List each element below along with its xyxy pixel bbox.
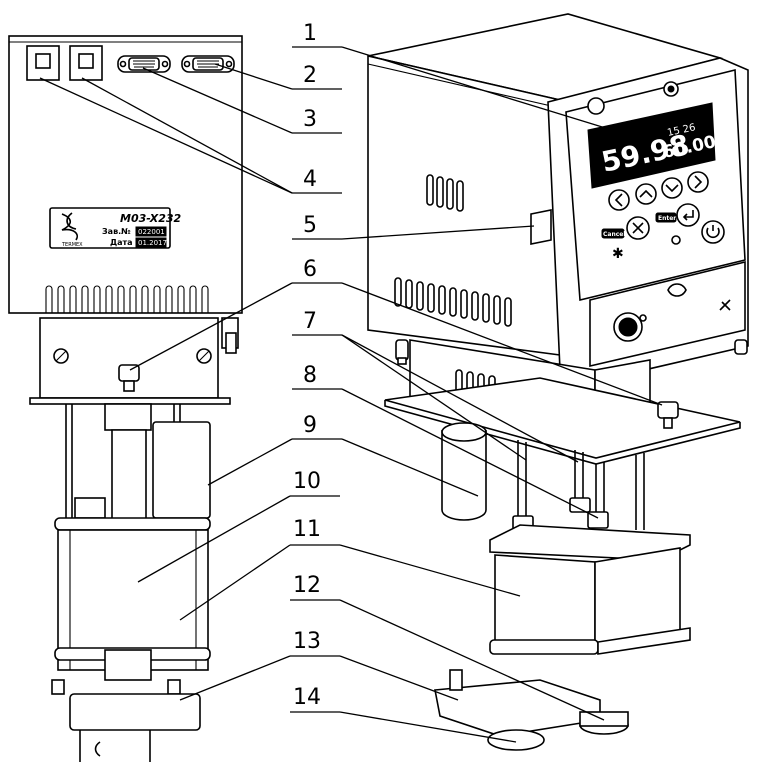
front-cooling-cylinder — [441, 430, 487, 521]
callout-4: 4 — [303, 167, 317, 192]
nameplate: TERMEX M03-X232 Зав.№ 022001 Дата 01.201… — [49, 207, 182, 249]
enter-label: Enter — [658, 215, 676, 222]
nameplate-serial-label: Зав.№ — [102, 227, 131, 236]
heater-body — [57, 529, 209, 671]
gear-icon: ✱ — [612, 246, 624, 262]
callout-7: 7 — [303, 309, 317, 334]
callout-12: 12 — [293, 573, 321, 598]
callout-1: 1 — [303, 21, 317, 46]
power-button — [701, 220, 725, 244]
callout-9: 9 — [303, 413, 317, 438]
fitting-2 — [569, 497, 591, 513]
callout-13: 13 — [293, 629, 321, 654]
power-switch-2 — [69, 45, 103, 81]
pump-base — [69, 693, 201, 731]
nameplate-date-value: 01.2017 — [138, 239, 167, 247]
button-up — [635, 183, 657, 205]
button-right — [687, 171, 709, 193]
callout-2: 2 — [303, 63, 317, 88]
callout-3: 3 — [303, 107, 317, 132]
side-vents-upper — [426, 174, 464, 212]
mount-plate — [29, 397, 231, 405]
display-screen — [587, 102, 716, 189]
callout-8: 8 — [303, 363, 317, 388]
rear-view: TERMEX M03-X232 Зав.№ 022001 Дата 01.201… — [8, 35, 243, 762]
callout-6: 6 — [303, 257, 317, 282]
pump-shaft-top — [104, 403, 152, 431]
side-vents-lower — [394, 277, 512, 327]
nameplate-brand: TERMEX — [61, 242, 83, 248]
nameplate-model: M03-X232 — [120, 212, 182, 225]
power-switch-1 — [26, 45, 60, 81]
button-left — [608, 189, 630, 211]
side-label — [530, 209, 552, 245]
callout-10: 10 — [293, 469, 321, 494]
button-enter — [676, 203, 700, 227]
rs232-connector-1 — [117, 55, 171, 73]
button-down — [661, 177, 683, 199]
heater-front — [494, 554, 596, 651]
cooling-fins — [45, 285, 209, 313]
rs232-connector-2 — [181, 55, 235, 73]
heater-top — [489, 524, 691, 561]
callout-11: 11 — [293, 517, 321, 542]
cancel-label: Cancel — [603, 231, 625, 238]
nameplate-serial-value: 022001 — [138, 228, 165, 236]
pump-outlet — [487, 729, 545, 751]
callouts: 1 2 3 4 5 6 7 8 9 10 11 — [39, 21, 663, 743]
nameplate-date-label: Дата — [110, 238, 133, 247]
callout-14: 14 — [293, 685, 321, 710]
front-view: 59.98 15 26 60.00 Cancel ✱ Enter — [367, 13, 749, 751]
callout-5: 5 — [303, 213, 317, 238]
heater-nut — [74, 497, 106, 519]
cooling-cylinder — [152, 421, 211, 519]
